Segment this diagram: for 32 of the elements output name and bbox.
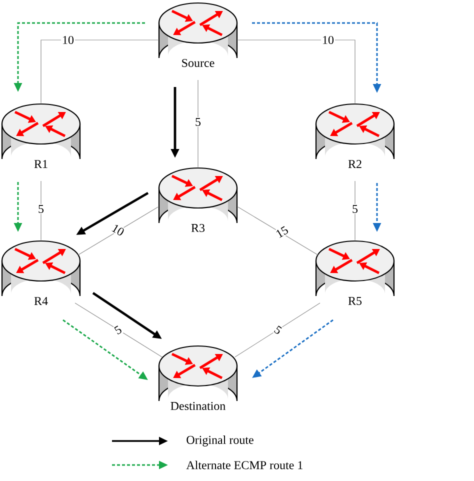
link-line [74, 302, 162, 358]
router: R1 [1, 103, 81, 168]
router: Destination [158, 345, 238, 410]
node-label: R1 [34, 160, 48, 168]
router: Source [158, 2, 238, 68]
edge-label: 10 [61, 34, 75, 46]
link-line [40, 40, 158, 104]
router: R4 [1, 240, 81, 305]
edge-label: 5 [112, 324, 124, 336]
link-line [78, 206, 158, 256]
link-line [238, 206, 318, 256]
legend-text: Original route [186, 436, 254, 446]
edge-label: 5 [37, 204, 45, 214]
router: R2 [315, 103, 395, 168]
node-label: R5 [348, 297, 362, 305]
router: R3 [158, 167, 238, 232]
node-label: R3 [191, 224, 205, 232]
edge-label: 5 [194, 117, 202, 127]
edge-label: 10 [109, 222, 127, 238]
legend-text: Alternate ECMP route 1 [186, 460, 302, 470]
link-line [40, 180, 42, 240]
edge-label: 10 [321, 34, 335, 46]
edge-label: 5 [272, 324, 284, 336]
node-label: R4 [34, 297, 48, 305]
link-line [234, 302, 320, 358]
node-label: R2 [348, 160, 362, 168]
edge-label: 15 [273, 224, 291, 240]
router: R5 [315, 240, 395, 305]
node-label: Destination [170, 402, 226, 410]
link-line [354, 180, 356, 240]
edge-label: 5 [351, 204, 359, 214]
node-label: Source [182, 58, 214, 68]
